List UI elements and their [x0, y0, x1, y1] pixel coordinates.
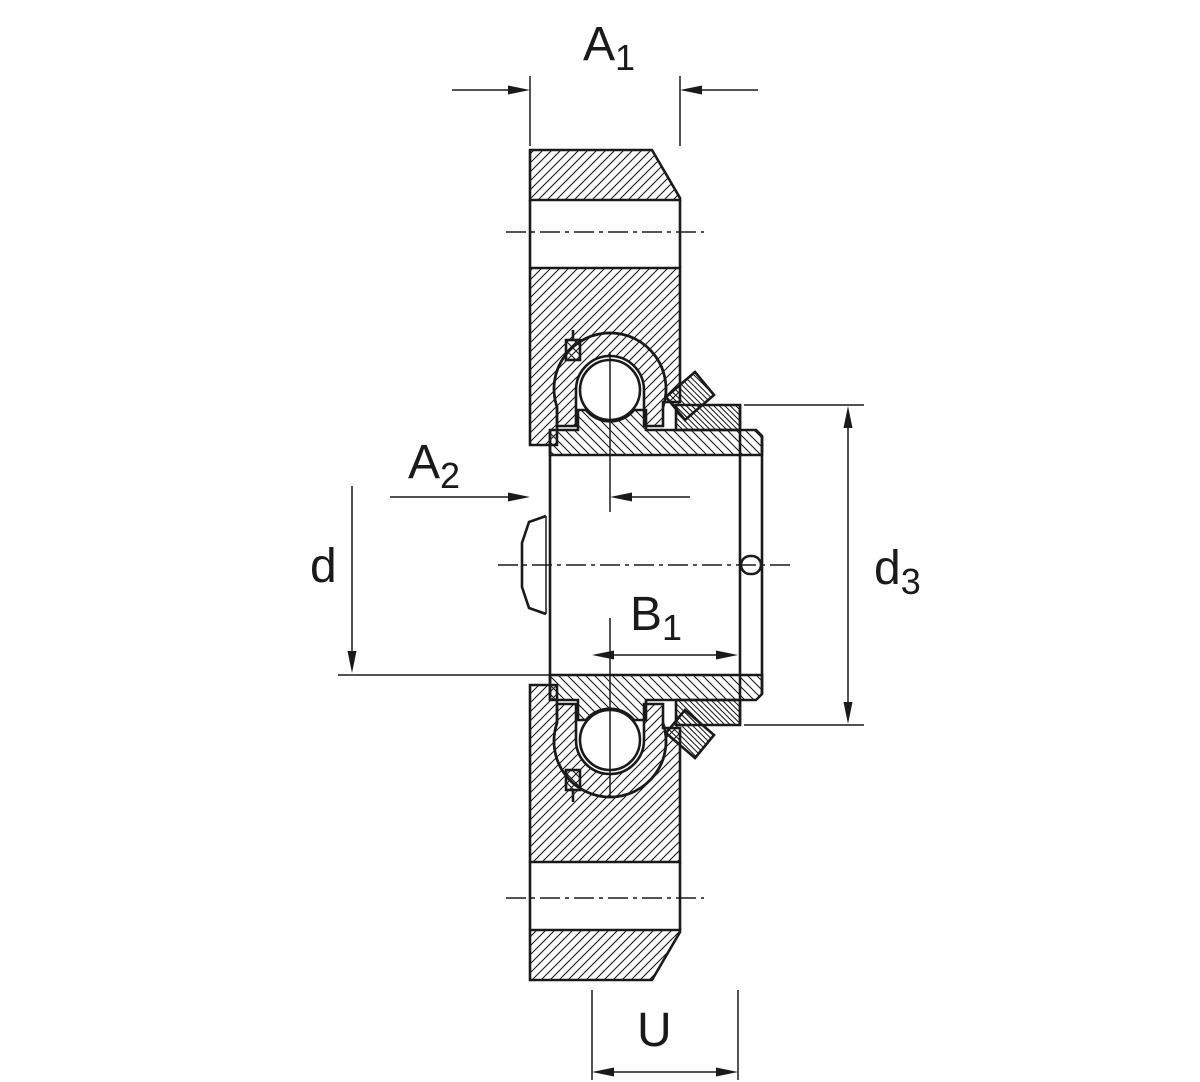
- arrowhead: [508, 85, 530, 95]
- dimension-d: d: [310, 486, 556, 676]
- grub-screw-lower: [664, 708, 716, 760]
- dimension-b1: B1: [592, 588, 738, 660]
- grub-screw-upper: [664, 370, 716, 422]
- arrowhead: [347, 651, 357, 673]
- dimension-d3: d3: [744, 404, 921, 726]
- arrowhead: [592, 650, 614, 660]
- pin-body: [564, 768, 582, 792]
- dim-label-d: d: [310, 540, 337, 593]
- arrowhead: [592, 1067, 614, 1077]
- arrowhead: [716, 650, 738, 660]
- dim-label-u: U: [637, 1004, 672, 1057]
- arrowhead: [610, 492, 632, 502]
- centerlines: [498, 231, 792, 899]
- flange-upper-outer-section: [528, 148, 682, 202]
- keyway-outline: [520, 514, 547, 616]
- arrowhead: [716, 1067, 738, 1077]
- dimension-a1: A1: [452, 18, 758, 146]
- dimension-a2: A2: [390, 436, 690, 502]
- flange-lower-outer-section: [528, 928, 682, 982]
- locating-pin-upper: [564, 330, 582, 362]
- arrowhead: [843, 406, 853, 428]
- dim-label-b1: B1: [630, 588, 682, 648]
- part-geometry: [520, 148, 764, 982]
- dim-label-a2: A2: [408, 436, 460, 496]
- dimension-u: U: [591, 990, 739, 1080]
- arrowhead: [680, 85, 702, 95]
- locating-pin-lower: [564, 768, 582, 802]
- arrowhead: [843, 702, 853, 724]
- dim-label-a1: A1: [583, 18, 635, 78]
- dim-label-d3: d3: [874, 542, 921, 602]
- pin-body: [564, 338, 582, 362]
- arrowhead: [508, 492, 530, 502]
